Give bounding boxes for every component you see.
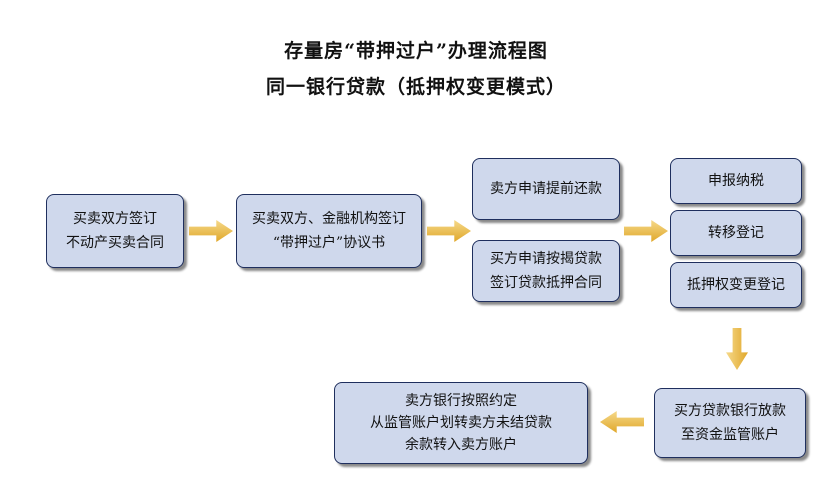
step-text: 卖方申请提前还款 <box>490 181 602 197</box>
step-text: 余款转入卖方账户 <box>405 437 517 453</box>
step-text: 至资金监管账户 <box>681 427 779 443</box>
left-arrow <box>600 411 644 433</box>
step-text: 申报纳税 <box>708 173 764 189</box>
step-buyer-loan: 买方申请按揭贷款 签订贷款抵押合同 <box>472 240 620 302</box>
right-arrow <box>624 220 668 242</box>
step-text: 买方申请按揭贷款 <box>490 251 602 267</box>
right-arrow <box>189 220 233 242</box>
step-seller-bank-transfer: 卖方银行按照约定 从监管账户划转卖方未结贷款 余款转入卖方账户 <box>334 382 588 464</box>
right-arrow <box>427 220 471 242</box>
step-text: 抵押权变更登记 <box>687 277 785 293</box>
step-text: 转移登记 <box>708 225 764 241</box>
step-early-repay: 卖方申请提前还款 <box>472 158 620 220</box>
step-tax: 申报纳税 <box>670 158 802 204</box>
step-sign-agreement: 买卖双方、金融机构签订 “带押过户”协议书 <box>236 194 422 268</box>
step-text: 从监管账户划转卖方未结贷款 <box>370 415 552 431</box>
step-text: 买卖双方、金融机构签订 <box>252 211 406 227</box>
step-mortgage-change: 抵押权变更登记 <box>670 262 802 308</box>
diagram-subtitle: 同一银行贷款（抵押权变更模式） <box>265 76 566 98</box>
step-text: 买方贷款银行放款 <box>674 403 786 419</box>
step-text: 签订贷款抵押合同 <box>490 275 602 291</box>
down-arrow <box>726 328 748 370</box>
step-text: 买卖双方签订 <box>73 211 157 227</box>
step-transfer: 转移登记 <box>670 210 802 256</box>
step-text: 卖方银行按照约定 <box>405 393 517 409</box>
step-text: “带押过户”协议书 <box>272 235 386 251</box>
diagram-title: 存量房“带押过户”办理流程图 <box>284 40 548 62</box>
step-buyer-bank-release: 买方贷款银行放款 至资金监管账户 <box>654 388 806 458</box>
step-text: 不动产买卖合同 <box>66 235 164 251</box>
step-sign-contract: 买卖双方签订 不动产买卖合同 <box>46 194 184 268</box>
